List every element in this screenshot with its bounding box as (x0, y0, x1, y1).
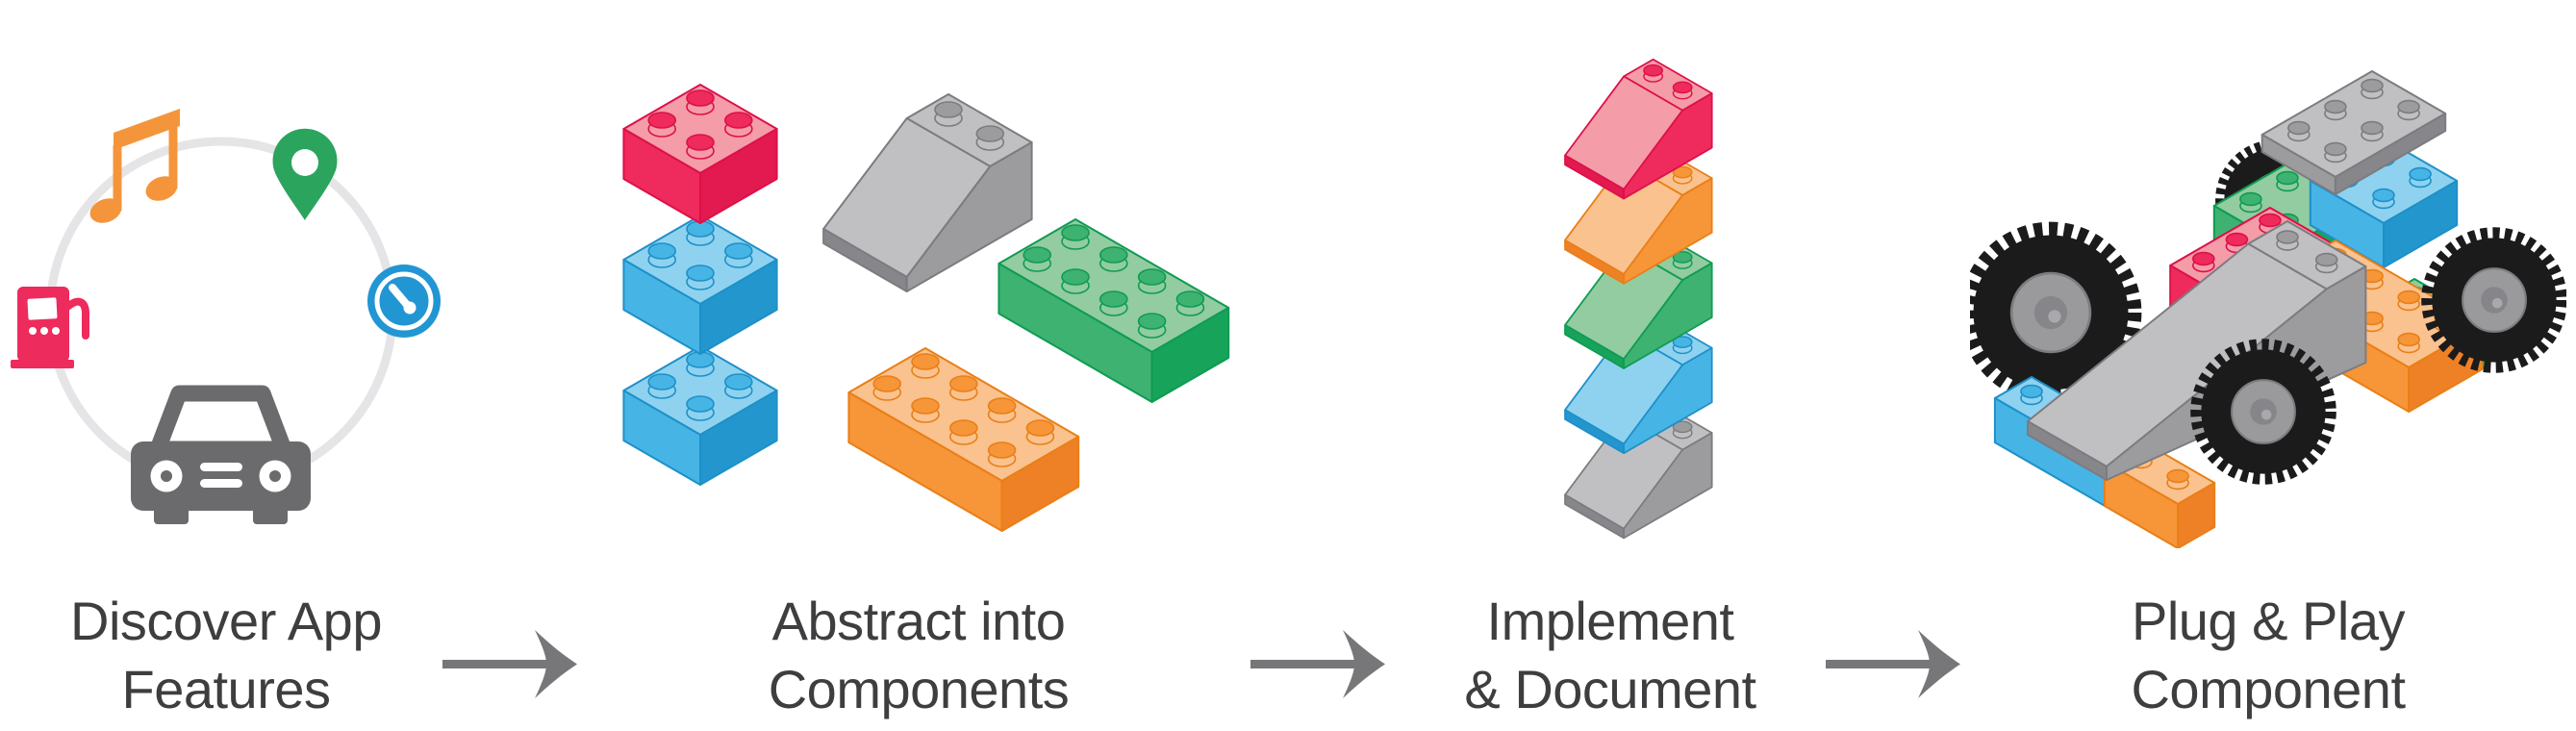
car-icon (131, 385, 311, 524)
stage-plug-and-play-component: Plug & Play Component (1970, 38, 2566, 731)
stage-implement-and-document: Implement & Document (1395, 29, 1826, 731)
gauge-icon (367, 265, 441, 338)
stage-label-line1: Abstract into (771, 591, 1066, 651)
red-brick (622, 84, 778, 224)
component-bricks-graphic (622, 84, 1230, 532)
rear-right-wheel (2427, 233, 2562, 367)
stage-discover-app-features: Discover App Features (10, 24, 442, 731)
slope-stack-graphic (1563, 58, 1713, 540)
flow-arrow (1250, 630, 1385, 698)
orange-brick (847, 347, 1080, 532)
discover-features-graphic (11, 109, 441, 524)
stage-label-line2: Features (121, 659, 331, 720)
stage-label: Implement & Document (1464, 587, 1756, 731)
gray-slope-brick (822, 93, 1033, 292)
green-slope-brick (1563, 228, 1713, 369)
location-pin-icon (272, 128, 338, 220)
stage-label-line1: Implement (1486, 591, 1734, 651)
stage-label: Discover App Features (70, 587, 382, 731)
stage-label: Abstract into Components (769, 587, 1070, 731)
lego-car-graphic (1970, 70, 2566, 548)
fuel-pump-icon (11, 287, 89, 368)
stage-label-line1: Plug & Play (2131, 591, 2406, 651)
stage-label-line2: & Document (1464, 659, 1756, 720)
stage-abstract-into-components: Abstract into Components (587, 0, 1250, 731)
blue-brick-lower (622, 345, 778, 486)
flow-arrow (1826, 630, 1960, 698)
flow-arrow (442, 630, 577, 698)
green-brick (998, 218, 1230, 403)
stage-label-line1: Discover App (70, 591, 382, 651)
stage-label-line2: Components (768, 659, 1070, 720)
gray-roof-plate (2260, 70, 2447, 195)
stage-label-line2: Component (2131, 659, 2406, 720)
red-slope-brick (1563, 58, 1713, 200)
music-note-icon (89, 109, 180, 223)
blue-brick-upper (622, 214, 778, 355)
stage-label: Plug & Play Component (2131, 587, 2406, 731)
